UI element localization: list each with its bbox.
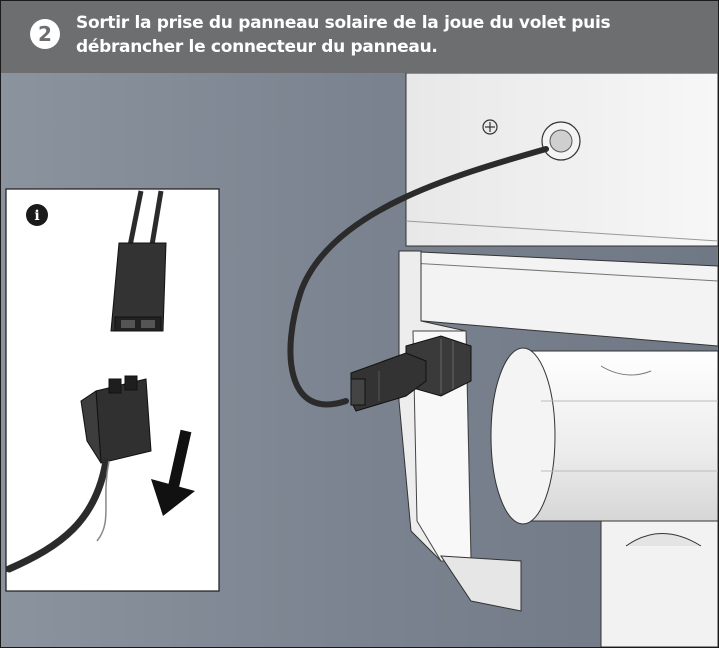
- detail-cable: [5, 457, 110, 573]
- solar-panel-cable: [287, 146, 549, 408]
- instruction-text: Sortir la prise du panneau solaire de la…: [76, 13, 611, 57]
- info-icon-glyph: i: [34, 208, 39, 224]
- cable-hole: [541, 121, 581, 161]
- screw-icon: [482, 119, 498, 135]
- info-icon: [26, 204, 48, 226]
- solar-panel-plug: [350, 352, 427, 412]
- lower-connector: [95, 378, 152, 464]
- upper-connector: [110, 242, 167, 332]
- step-number-badge: 2: [30, 19, 60, 49]
- disconnect-arrow-icon: [151, 429, 195, 516]
- lower-bracket: [600, 520, 718, 647]
- installation-illustration: i: [1, 73, 718, 647]
- instruction-header: 2 Sortir la prise du panneau solaire de …: [1, 1, 718, 73]
- connector-detail-inset: i: [5, 188, 220, 592]
